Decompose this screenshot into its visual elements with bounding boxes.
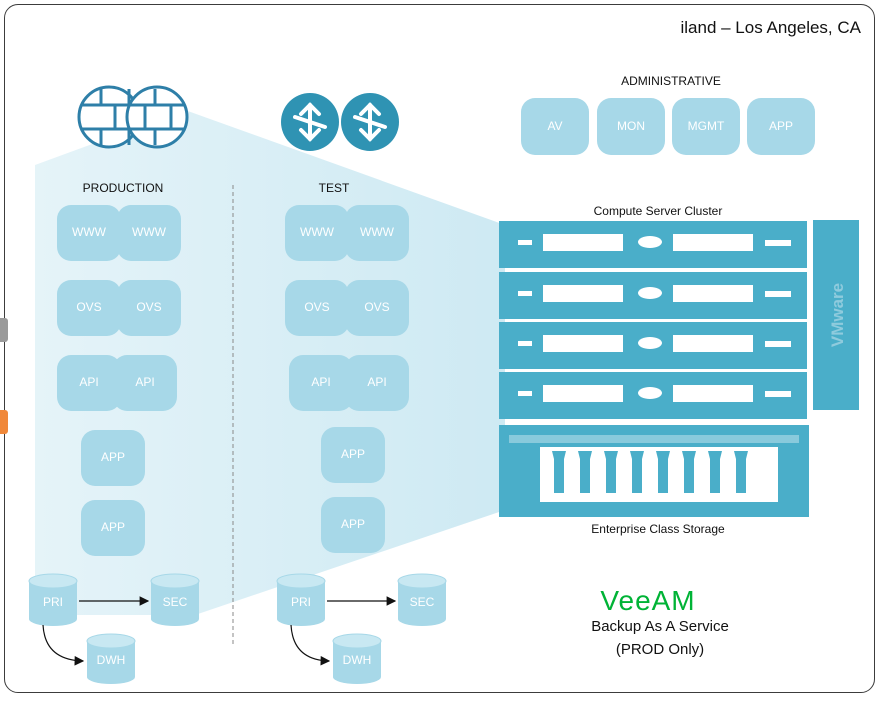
svg-text:DWH: DWH xyxy=(343,653,372,667)
test-db-dwh: DWH xyxy=(332,633,382,684)
architecture-diagram: iland – Los Angeles, CA xyxy=(28,18,862,684)
administrative-tiles: AV MON MGMT APP xyxy=(521,98,815,155)
svg-text:SEC: SEC xyxy=(163,595,188,609)
prod-app-2: APP xyxy=(101,520,125,534)
admin-tile-mgmt xyxy=(672,98,740,155)
router-icon xyxy=(281,93,399,151)
diagram-frame: iland – Los Angeles, CA xyxy=(4,4,875,693)
svg-text:PRI: PRI xyxy=(43,595,63,609)
prod-db-pri: PRI xyxy=(28,573,78,626)
server-1 xyxy=(499,221,807,268)
test-stack: WWW WWW OVS OVS API API APP APP xyxy=(285,205,409,553)
backup-line-1: Backup As A Service xyxy=(591,618,729,635)
prod-ovs-2: OVS xyxy=(136,300,161,314)
test-app-2: APP xyxy=(341,517,365,531)
prod-db-dwh: DWH xyxy=(86,633,136,684)
svg-text:DWH: DWH xyxy=(97,653,126,667)
svg-text:SEC: SEC xyxy=(410,595,435,609)
firewall-icon xyxy=(77,85,189,149)
prod-db-sec: SEC xyxy=(150,573,200,626)
prod-www-2: WWW xyxy=(132,225,167,239)
test-databases: PRI SEC DWH xyxy=(276,573,447,684)
svg-text:PRI: PRI xyxy=(291,595,311,609)
test-ovs-2: OVS xyxy=(364,300,389,314)
enterprise-storage xyxy=(499,425,809,517)
production-databases: PRI SEC DWH xyxy=(28,573,200,684)
storage-label: Enterprise Class Storage xyxy=(591,522,725,536)
prod-dwh-arrow xyxy=(42,624,85,666)
admin-tile-app-label: APP xyxy=(769,119,793,133)
test-dwh-arrow xyxy=(290,624,331,666)
test-ovs-1: OVS xyxy=(304,300,329,314)
production-label: PRODUCTION xyxy=(83,181,164,195)
test-label: TEST xyxy=(319,181,350,195)
prod-api-2: API xyxy=(135,375,154,389)
test-api-2: API xyxy=(367,375,386,389)
location-title: iland – Los Angeles, CA xyxy=(680,18,861,37)
production-stack: WWW WWW OVS OVS API API APP APP xyxy=(57,205,181,556)
test-app-1: APP xyxy=(341,447,365,461)
admin-tile-mon xyxy=(597,98,665,155)
admin-tile-mgmt-label: MGMT xyxy=(688,119,725,133)
backup-line-2: (PROD Only) xyxy=(616,641,704,658)
admin-tile-av-label: AV xyxy=(547,119,562,133)
compute-cluster: VMware xyxy=(499,220,859,517)
cluster-label: Compute Server Cluster xyxy=(594,204,723,218)
server-3 xyxy=(499,322,807,369)
administrative-label: ADMINISTRATIVE xyxy=(621,74,721,88)
prod-app-1: APP xyxy=(101,450,125,464)
admin-tile-av xyxy=(521,98,589,155)
test-api-1: API xyxy=(311,375,330,389)
prod-www-1: WWW xyxy=(72,225,107,239)
veeam-logo: VeeAM xyxy=(600,585,695,616)
side-tab-grey[interactable] xyxy=(0,318,8,342)
server-4 xyxy=(499,372,807,419)
admin-tile-mon-label: MON xyxy=(617,119,645,133)
server-2 xyxy=(499,272,807,319)
test-www-1: WWW xyxy=(300,225,335,239)
test-db-pri: PRI xyxy=(276,573,326,626)
vmware-label: VMware xyxy=(828,283,847,347)
vmware-bar xyxy=(813,220,859,410)
prod-api-1: API xyxy=(79,375,98,389)
side-tab-orange[interactable] xyxy=(0,410,8,434)
test-db-sec: SEC xyxy=(397,573,447,626)
test-www-2: WWW xyxy=(360,225,395,239)
admin-tile-app xyxy=(747,98,815,155)
prod-ovs-1: OVS xyxy=(76,300,101,314)
